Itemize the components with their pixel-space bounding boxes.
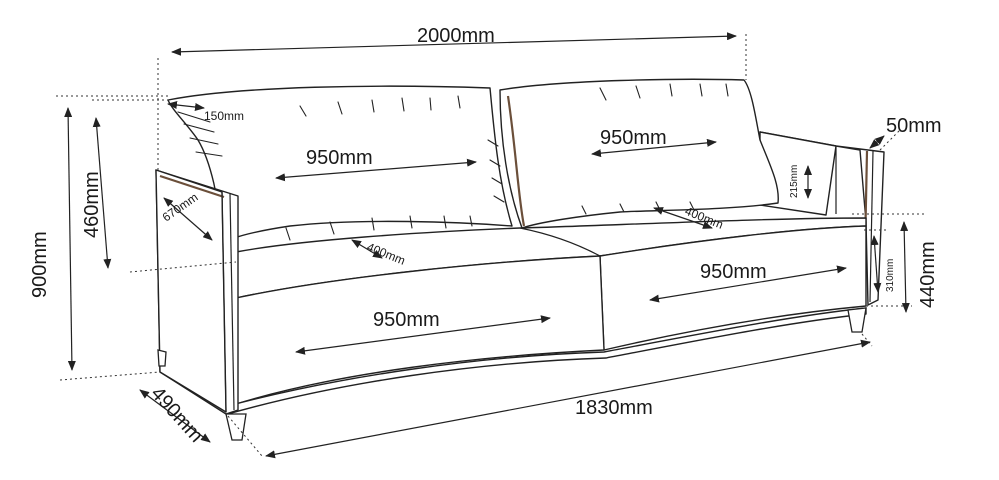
label-cushion-thickness: 215mm xyxy=(789,165,800,198)
arrow-base-width xyxy=(265,339,871,459)
leg-front-left xyxy=(225,413,247,441)
arrow-back-cushion-depth xyxy=(167,101,205,111)
dimension-labels: 2000mm 1830mm 900mm 460mm 440mm 310mm 21… xyxy=(29,25,942,447)
arrow-seat-front-height xyxy=(870,235,882,293)
label-total-width: 2000mm xyxy=(417,25,495,47)
label-arm-height: 440mm xyxy=(917,241,939,308)
back-cushion-right xyxy=(499,78,779,229)
arrow-back-height xyxy=(92,117,112,269)
label-back-cushion-left: 950mm xyxy=(306,147,373,169)
arrow-total-width xyxy=(171,32,737,56)
leg-front-right xyxy=(847,307,867,333)
arrow-arm-depth xyxy=(163,197,213,241)
label-base-width: 1830mm xyxy=(575,397,653,419)
extension-guides xyxy=(56,34,924,457)
sofa-drawing xyxy=(155,78,885,441)
leg-back-left xyxy=(157,349,167,367)
label-arm-width: 50mm xyxy=(886,115,942,137)
arrow-arm-height xyxy=(900,221,910,313)
dimension-arrows xyxy=(64,32,910,459)
arrow-back-cushion-left xyxy=(275,158,477,182)
back-cushion-tufts xyxy=(177,83,729,241)
arrow-depth xyxy=(139,389,211,443)
label-back-height: 460mm xyxy=(81,171,103,238)
label-seat-front-height: 310mm xyxy=(885,259,896,292)
arrow-seat-front-right xyxy=(649,265,847,303)
label-seat-front-right: 950mm xyxy=(700,261,767,283)
label-back-cushion-right: 950mm xyxy=(600,127,667,149)
label-seat-front-left: 950mm xyxy=(373,309,440,331)
arrow-arm-width xyxy=(869,135,885,149)
label-back-cushion-depth: 150mm xyxy=(204,109,244,123)
arrow-seat-depth-left xyxy=(351,239,383,259)
arrow-back-cushion-right xyxy=(591,138,717,158)
label-total-height: 900mm xyxy=(29,231,51,298)
arrow-seat-depth-right xyxy=(653,207,713,229)
arrow-total-height xyxy=(64,107,76,371)
